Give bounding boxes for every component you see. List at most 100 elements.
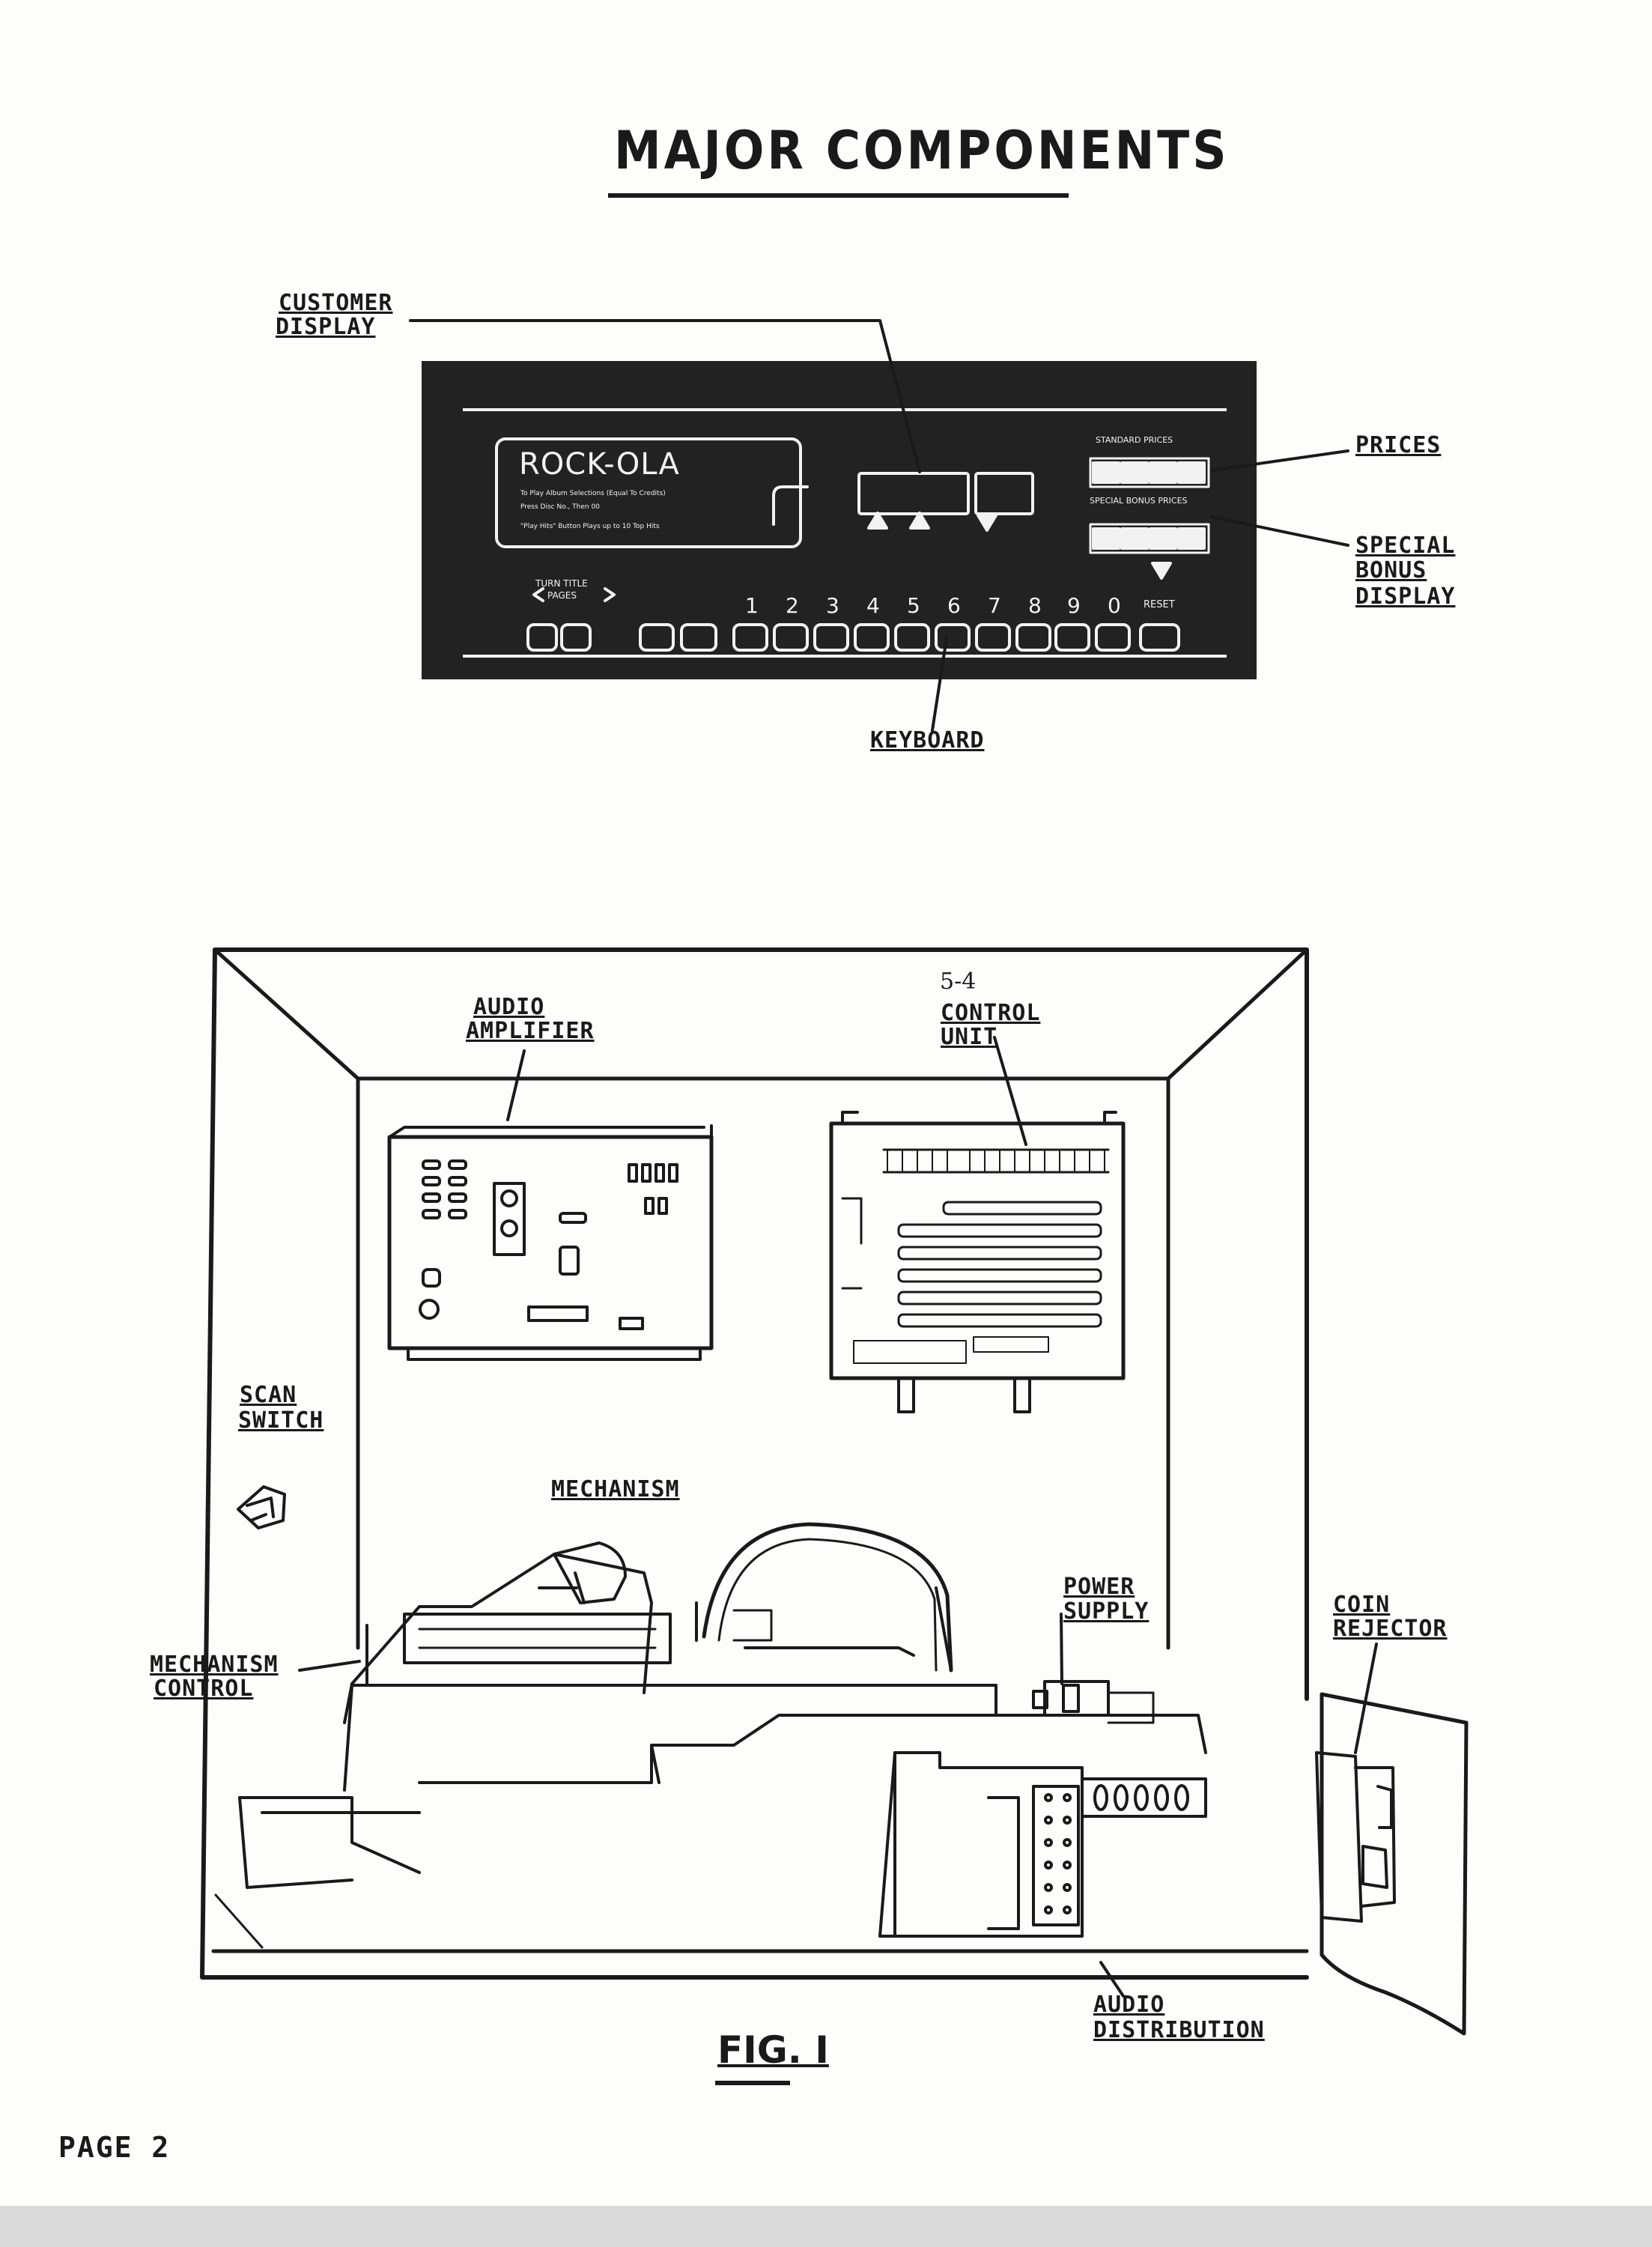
coin-rejector-label-line2: REJECTOR — [1333, 1616, 1448, 1642]
bonus-price-box-1 — [1092, 527, 1120, 550]
special-bonus-display-label-line1: SPECIAL — [1355, 533, 1456, 559]
standard-price-box-4 — [1177, 461, 1206, 484]
key-label-2: 2 — [786, 593, 799, 618]
reset-key[interactable] — [1139, 623, 1180, 652]
audio-distribution-label-line2: DISTRIBUTION — [1093, 2017, 1265, 2043]
coin-rejector-leader — [1354, 1643, 1378, 1754]
turn-title-label-1: TURN TITLE — [535, 578, 588, 589]
prices-leader — [1210, 449, 1349, 472]
key-label-4: 4 — [866, 593, 880, 618]
card-step-outline — [772, 485, 809, 526]
key-label-5: 5 — [907, 593, 920, 618]
mechanism-control-label-line1: MECHANISM — [150, 1652, 279, 1678]
instruction-line-2: Press Disc No., Then 00 — [520, 503, 600, 511]
figure-caption-rule — [715, 2081, 790, 2085]
audio-amplifier-drawing — [387, 1124, 714, 1361]
coin-rejector-drawing — [1315, 1692, 1469, 2036]
audio-distribution-label-line1: AUDIO — [1093, 1992, 1165, 2018]
key-label-7: 7 — [988, 593, 1001, 618]
key-3[interactable] — [813, 623, 849, 652]
special-bonus-display-label-line3: DISPLAY — [1355, 583, 1456, 610]
page-number: PAGE 2 — [58, 2131, 171, 2164]
bonus-price-box-2 — [1120, 527, 1149, 550]
key-label-8: 8 — [1028, 593, 1042, 618]
turn-page-left-icon — [532, 587, 544, 602]
key-8[interactable] — [1015, 623, 1051, 652]
key-0[interactable] — [1095, 623, 1131, 652]
special-bonus-display-label-line2: BONUS — [1355, 557, 1427, 583]
standard-price-box-1 — [1092, 461, 1120, 484]
scan-bottom-band — [0, 2206, 1652, 2247]
standard-price-box-2 — [1120, 461, 1149, 484]
instruction-card — [495, 437, 802, 548]
panel-top-rule — [463, 408, 1227, 411]
play-hits-key[interactable] — [639, 623, 675, 652]
key-1[interactable] — [732, 623, 768, 652]
audio-distribution-drawing — [878, 1751, 1207, 1938]
power-supply-label-line1: POWER — [1063, 1574, 1135, 1600]
scan-switch-label-line2: SWITCH — [238, 1407, 324, 1434]
scan-switch-label-line1: SCAN — [240, 1382, 297, 1408]
control-unit-handwritten-note: 5-4 — [940, 968, 977, 995]
mechanism-control-label-line2: CONTROL — [154, 1676, 254, 1702]
standard-prices-heading: STANDARD PRICES — [1096, 435, 1173, 445]
keyboard-leader — [931, 637, 948, 732]
power-supply-label-line2: SUPPLY — [1063, 1598, 1150, 1625]
key-label-9: 9 — [1067, 593, 1081, 618]
turn-page-right-icon — [604, 587, 616, 602]
bonus-display-leader — [1210, 515, 1349, 547]
control-unit-leader — [993, 1036, 1027, 1146]
customer-display-label-line1: CUSTOMER — [279, 290, 393, 316]
keyboard-label: KEYBOARD — [870, 727, 985, 753]
credit-display-window — [974, 472, 1034, 515]
reset-arrow-icon — [1151, 562, 1172, 580]
bonus-price-box-3 — [1149, 527, 1177, 550]
audio-amplifier-leader — [506, 1049, 526, 1121]
audio-amplifier-label-line1: AUDIO — [473, 994, 545, 1020]
key-2[interactable] — [773, 623, 809, 652]
page-right-key[interactable] — [560, 623, 592, 652]
panel-bottom-rule — [463, 655, 1227, 658]
page-left-key[interactable] — [526, 623, 558, 652]
brightness-arrow-icon — [867, 512, 888, 530]
key-9[interactable] — [1054, 623, 1090, 652]
standard-price-box-3 — [1149, 461, 1177, 484]
cabinet-corner-tl — [213, 947, 360, 1081]
bonus-price-box-4 — [1177, 527, 1206, 550]
customer-display-label-line2: DISPLAY — [276, 314, 376, 340]
control-unit-label-line1: CONTROL — [941, 1000, 1041, 1026]
control-panel: ROCK-OLA To Play Album Selections (Equal… — [422, 361, 1257, 679]
audio-amplifier-label-line2: AMPLIFIER — [466, 1018, 595, 1044]
cabinet-outer — [213, 947, 1309, 1701]
figure-caption: FIG. I — [717, 2028, 829, 2072]
mechanism-label: MECHANISM — [551, 1476, 680, 1502]
key-label-3: 3 — [826, 593, 839, 618]
cabinet-corner-tr — [1166, 947, 1309, 1081]
prices-label: PRICES — [1355, 432, 1442, 458]
blank-key[interactable] — [680, 623, 717, 652]
mechanism-drawing — [238, 1522, 997, 1889]
audio-distribution-leader — [1099, 1961, 1125, 1998]
volume-arrow-icon — [977, 514, 997, 532]
instruction-line-3: "Play Hits" Button Plays up to 10 Top Hi… — [520, 523, 660, 530]
reset-label: RESET — [1144, 599, 1175, 610]
scan-switch-drawing — [237, 1485, 286, 1529]
coin-rejector-label-line1: COIN — [1333, 1592, 1391, 1618]
cabinet-inner-back — [356, 1076, 1170, 1650]
special-bonus-prices-heading: SPECIAL BONUS PRICES — [1090, 496, 1188, 506]
key-6[interactable] — [935, 623, 971, 652]
title-underline — [608, 193, 1069, 198]
brand-logo: ROCK-OLA — [519, 447, 680, 482]
customer-display-window — [857, 472, 970, 515]
control-unit-label-line2: UNIT — [941, 1024, 998, 1050]
key-5[interactable] — [894, 623, 930, 652]
power-supply-leader — [1060, 1613, 1063, 1685]
power-supply-drawing — [994, 1680, 1207, 1754]
instruction-line-1: To Play Album Selections (Equal To Credi… — [520, 490, 666, 497]
title-select-arrow-icon — [909, 512, 930, 530]
key-7[interactable] — [975, 623, 1011, 652]
key-4[interactable] — [854, 623, 890, 652]
key-label-1: 1 — [745, 593, 759, 618]
